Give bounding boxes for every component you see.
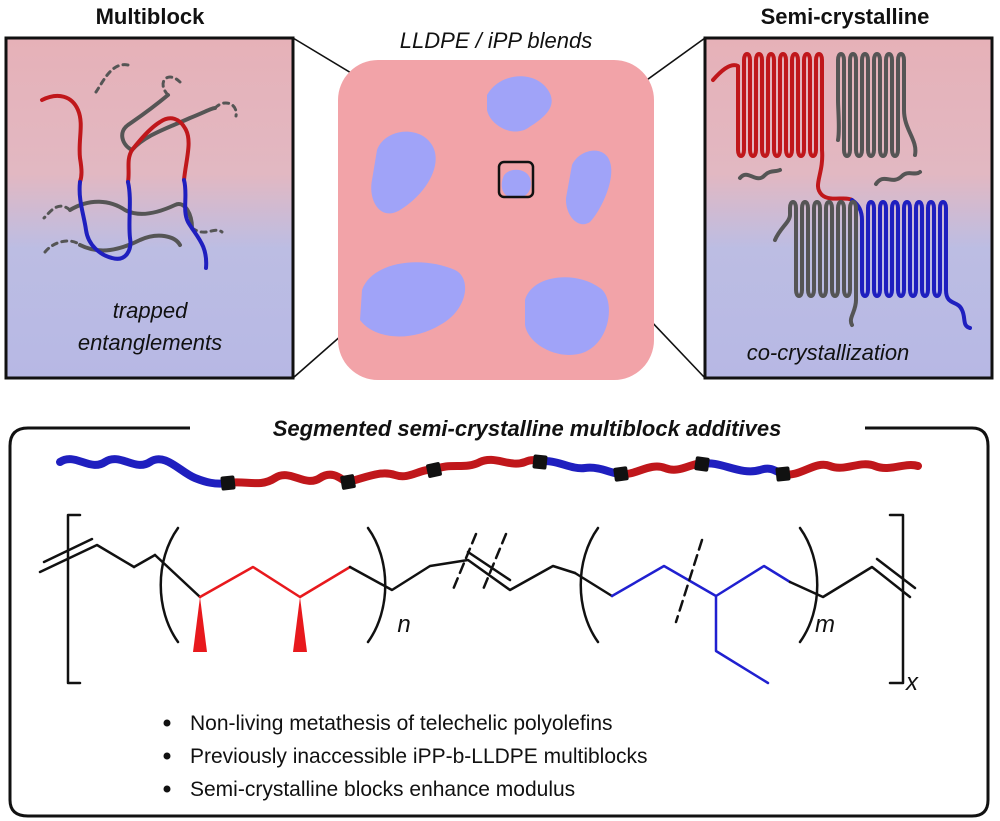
additives-title: Segmented semi-crystalline multiblock ad… <box>273 416 782 441</box>
subscript-m: m <box>815 611 835 638</box>
semicrystalline-title: Semi-crystalline <box>761 4 930 29</box>
bullet-1: Non-living metathesis of telechelic poly… <box>190 712 613 735</box>
lldpe-lamella <box>850 198 972 330</box>
bullet-dot-1 <box>163 719 171 727</box>
linker-7 <box>775 466 791 482</box>
domain-2 <box>371 131 436 214</box>
additives-panel: Segmented semi-crystalline multiblock ad… <box>8 416 990 818</box>
terminal-alkene-left <box>38 543 136 574</box>
bullet-3: Semi-crystalline blocks enhance modulus <box>190 778 575 801</box>
chemical-structure <box>38 513 917 685</box>
metathesis-linkage <box>348 558 577 592</box>
loose-chain-b <box>874 170 922 186</box>
domain-3 <box>501 169 531 199</box>
chain-block-ipp-2 <box>344 465 438 486</box>
chain-block-lldpe-3 <box>698 459 787 478</box>
multiblock-panel-frame <box>4 36 295 380</box>
chain-block-ipp-1 <box>224 470 352 488</box>
paren-m-left <box>579 526 600 644</box>
lldpe-cut-mark <box>674 538 704 624</box>
domain-5 <box>360 262 466 337</box>
bullet-2: Previously inaccessible iPP-b-LLDPE mult… <box>190 745 648 768</box>
ipp-cocrystal-gray <box>836 52 918 158</box>
multiblock-caption-line2: entanglements <box>78 330 222 355</box>
blend-title: LLDPE / iPP blends <box>400 28 592 53</box>
ipp-lamella <box>711 52 854 202</box>
linker-6 <box>694 456 710 472</box>
chain-block-lldpe-1 <box>56 455 232 488</box>
feature-bullets: Non-living metathesis of telechelic poly… <box>163 712 648 801</box>
chain-block-ipp-5 <box>779 460 922 479</box>
domain-1 <box>487 76 552 132</box>
linker-5 <box>613 466 629 482</box>
terminal-alkene-right <box>788 565 912 599</box>
zoom-box <box>497 160 535 199</box>
blend-domains <box>360 76 612 355</box>
linker-3 <box>426 462 442 478</box>
lldpe-cocrystal-gray <box>773 200 858 327</box>
left-bracket <box>66 513 82 685</box>
right-bracket <box>888 513 905 685</box>
multiblock-title: Multiblock <box>96 4 206 29</box>
paren-m-right <box>798 526 819 644</box>
bullet-dot-3 <box>163 785 171 793</box>
lldpe-branch <box>714 594 770 685</box>
ipp-repeat-unit <box>198 565 352 599</box>
linker-4 <box>532 454 548 470</box>
linker-1 <box>220 475 236 491</box>
blend-panel <box>338 60 654 380</box>
bullet-dot-2 <box>163 752 171 760</box>
methyl-wedge-1 <box>193 597 207 652</box>
chain-block-lldpe-2 <box>536 457 625 478</box>
paren-n-left <box>159 526 180 644</box>
multiblock-caption-line1: trapped <box>113 298 188 323</box>
loose-chain-a <box>738 168 782 181</box>
domain-6 <box>525 277 609 355</box>
domain-4 <box>565 150 612 225</box>
methyl-wedge-2 <box>293 597 307 652</box>
chain-block-ipp-3 <box>430 455 544 474</box>
semicrystalline-caption: co-crystallization <box>747 340 910 365</box>
subscript-n: n <box>397 611 410 638</box>
additives-frame <box>8 426 990 818</box>
subscript-x: x <box>905 669 919 696</box>
chain-linkers <box>220 454 791 491</box>
lldpe-repeat-unit <box>610 564 792 598</box>
ipp-segments-left <box>40 93 191 184</box>
lldpe-segments-left <box>77 178 209 270</box>
chain-block-ipp-4 <box>617 459 706 479</box>
linker-2 <box>340 474 356 490</box>
multiblock-panel: trapped entanglements <box>4 36 295 380</box>
semicrystalline-panel: co-crystallization <box>703 36 994 380</box>
